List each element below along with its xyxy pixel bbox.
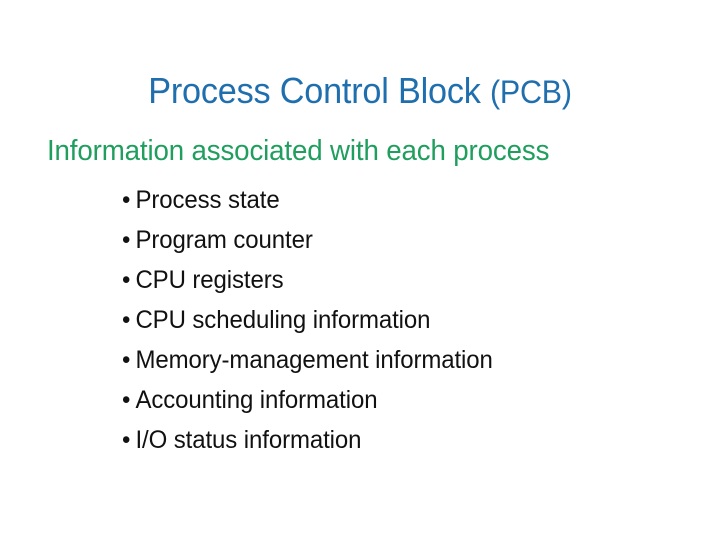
- list-item-label: Accounting information: [135, 386, 378, 414]
- list-item-label: CPU registers: [135, 266, 284, 294]
- list-item: •CPU registers: [122, 260, 660, 300]
- bullet-marker-icon: •: [122, 266, 131, 294]
- slide-title-main: Process Control Block: [148, 70, 490, 112]
- bullet-marker-icon: •: [122, 226, 131, 254]
- slide-title: Process Control Block (PCB): [18, 70, 702, 112]
- bullet-marker-icon: •: [122, 426, 131, 454]
- list-item: •CPU scheduling information: [122, 300, 660, 340]
- list-item-label: CPU scheduling information: [135, 306, 431, 334]
- list-item: •I/O status information: [122, 420, 660, 460]
- list-item: •Program counter: [122, 220, 660, 260]
- slide-subtitle: Information associated with each process: [47, 135, 550, 167]
- bullet-marker-icon: •: [122, 386, 131, 414]
- list-item: •Process state: [122, 180, 660, 220]
- list-item: •Accounting information: [122, 380, 660, 420]
- bullet-list: •Process state •Program counter •CPU reg…: [122, 180, 682, 460]
- bullet-marker-icon: •: [122, 346, 131, 374]
- list-item-label: Memory-management information: [135, 346, 493, 374]
- bullet-marker-icon: •: [122, 186, 131, 214]
- slide-title-abbreviation: (PCB): [489, 74, 572, 111]
- list-item: •Memory-management information: [122, 340, 660, 380]
- list-item-label: Process state: [135, 186, 280, 214]
- bullet-marker-icon: •: [122, 306, 131, 334]
- list-item-label: I/O status information: [135, 426, 362, 454]
- list-item-label: Program counter: [135, 226, 313, 254]
